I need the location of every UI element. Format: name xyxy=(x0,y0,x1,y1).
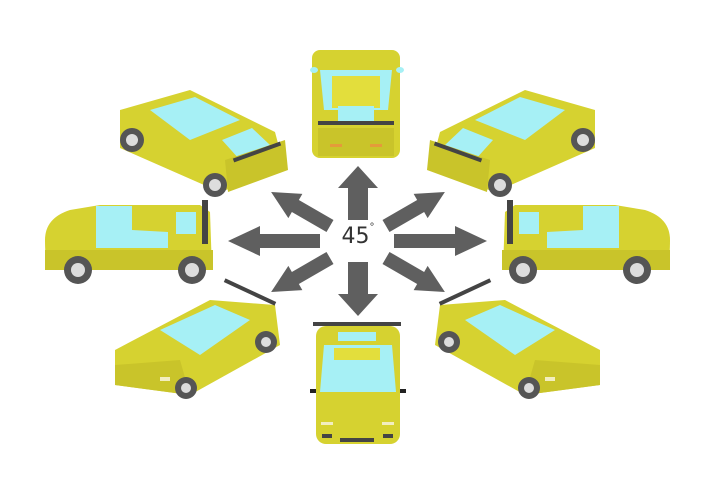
arrow-up-left-icon xyxy=(271,192,334,233)
arrow-left-icon xyxy=(228,226,320,256)
arrow-down-icon xyxy=(338,262,378,316)
arrow-up-right-icon xyxy=(382,192,445,233)
arrow-right-icon xyxy=(394,226,487,256)
car-rear-left-view xyxy=(120,90,288,197)
car-rear-view xyxy=(310,50,404,158)
direction-arrows xyxy=(228,166,487,316)
car-right-side-view xyxy=(502,200,670,284)
arrow-down-left-icon xyxy=(271,251,334,292)
arrow-up-icon xyxy=(338,166,378,220)
car-rear-right-view xyxy=(427,90,595,197)
car-front-left-view xyxy=(115,278,280,399)
angle-value: 45 xyxy=(341,224,370,249)
degree-symbol: ° xyxy=(369,222,375,233)
angle-label: 45° xyxy=(330,222,386,249)
car-front-right-view xyxy=(435,278,600,399)
car-front-view xyxy=(310,322,406,444)
arrow-down-right-icon xyxy=(382,251,445,292)
car-left-side-view xyxy=(45,200,213,284)
